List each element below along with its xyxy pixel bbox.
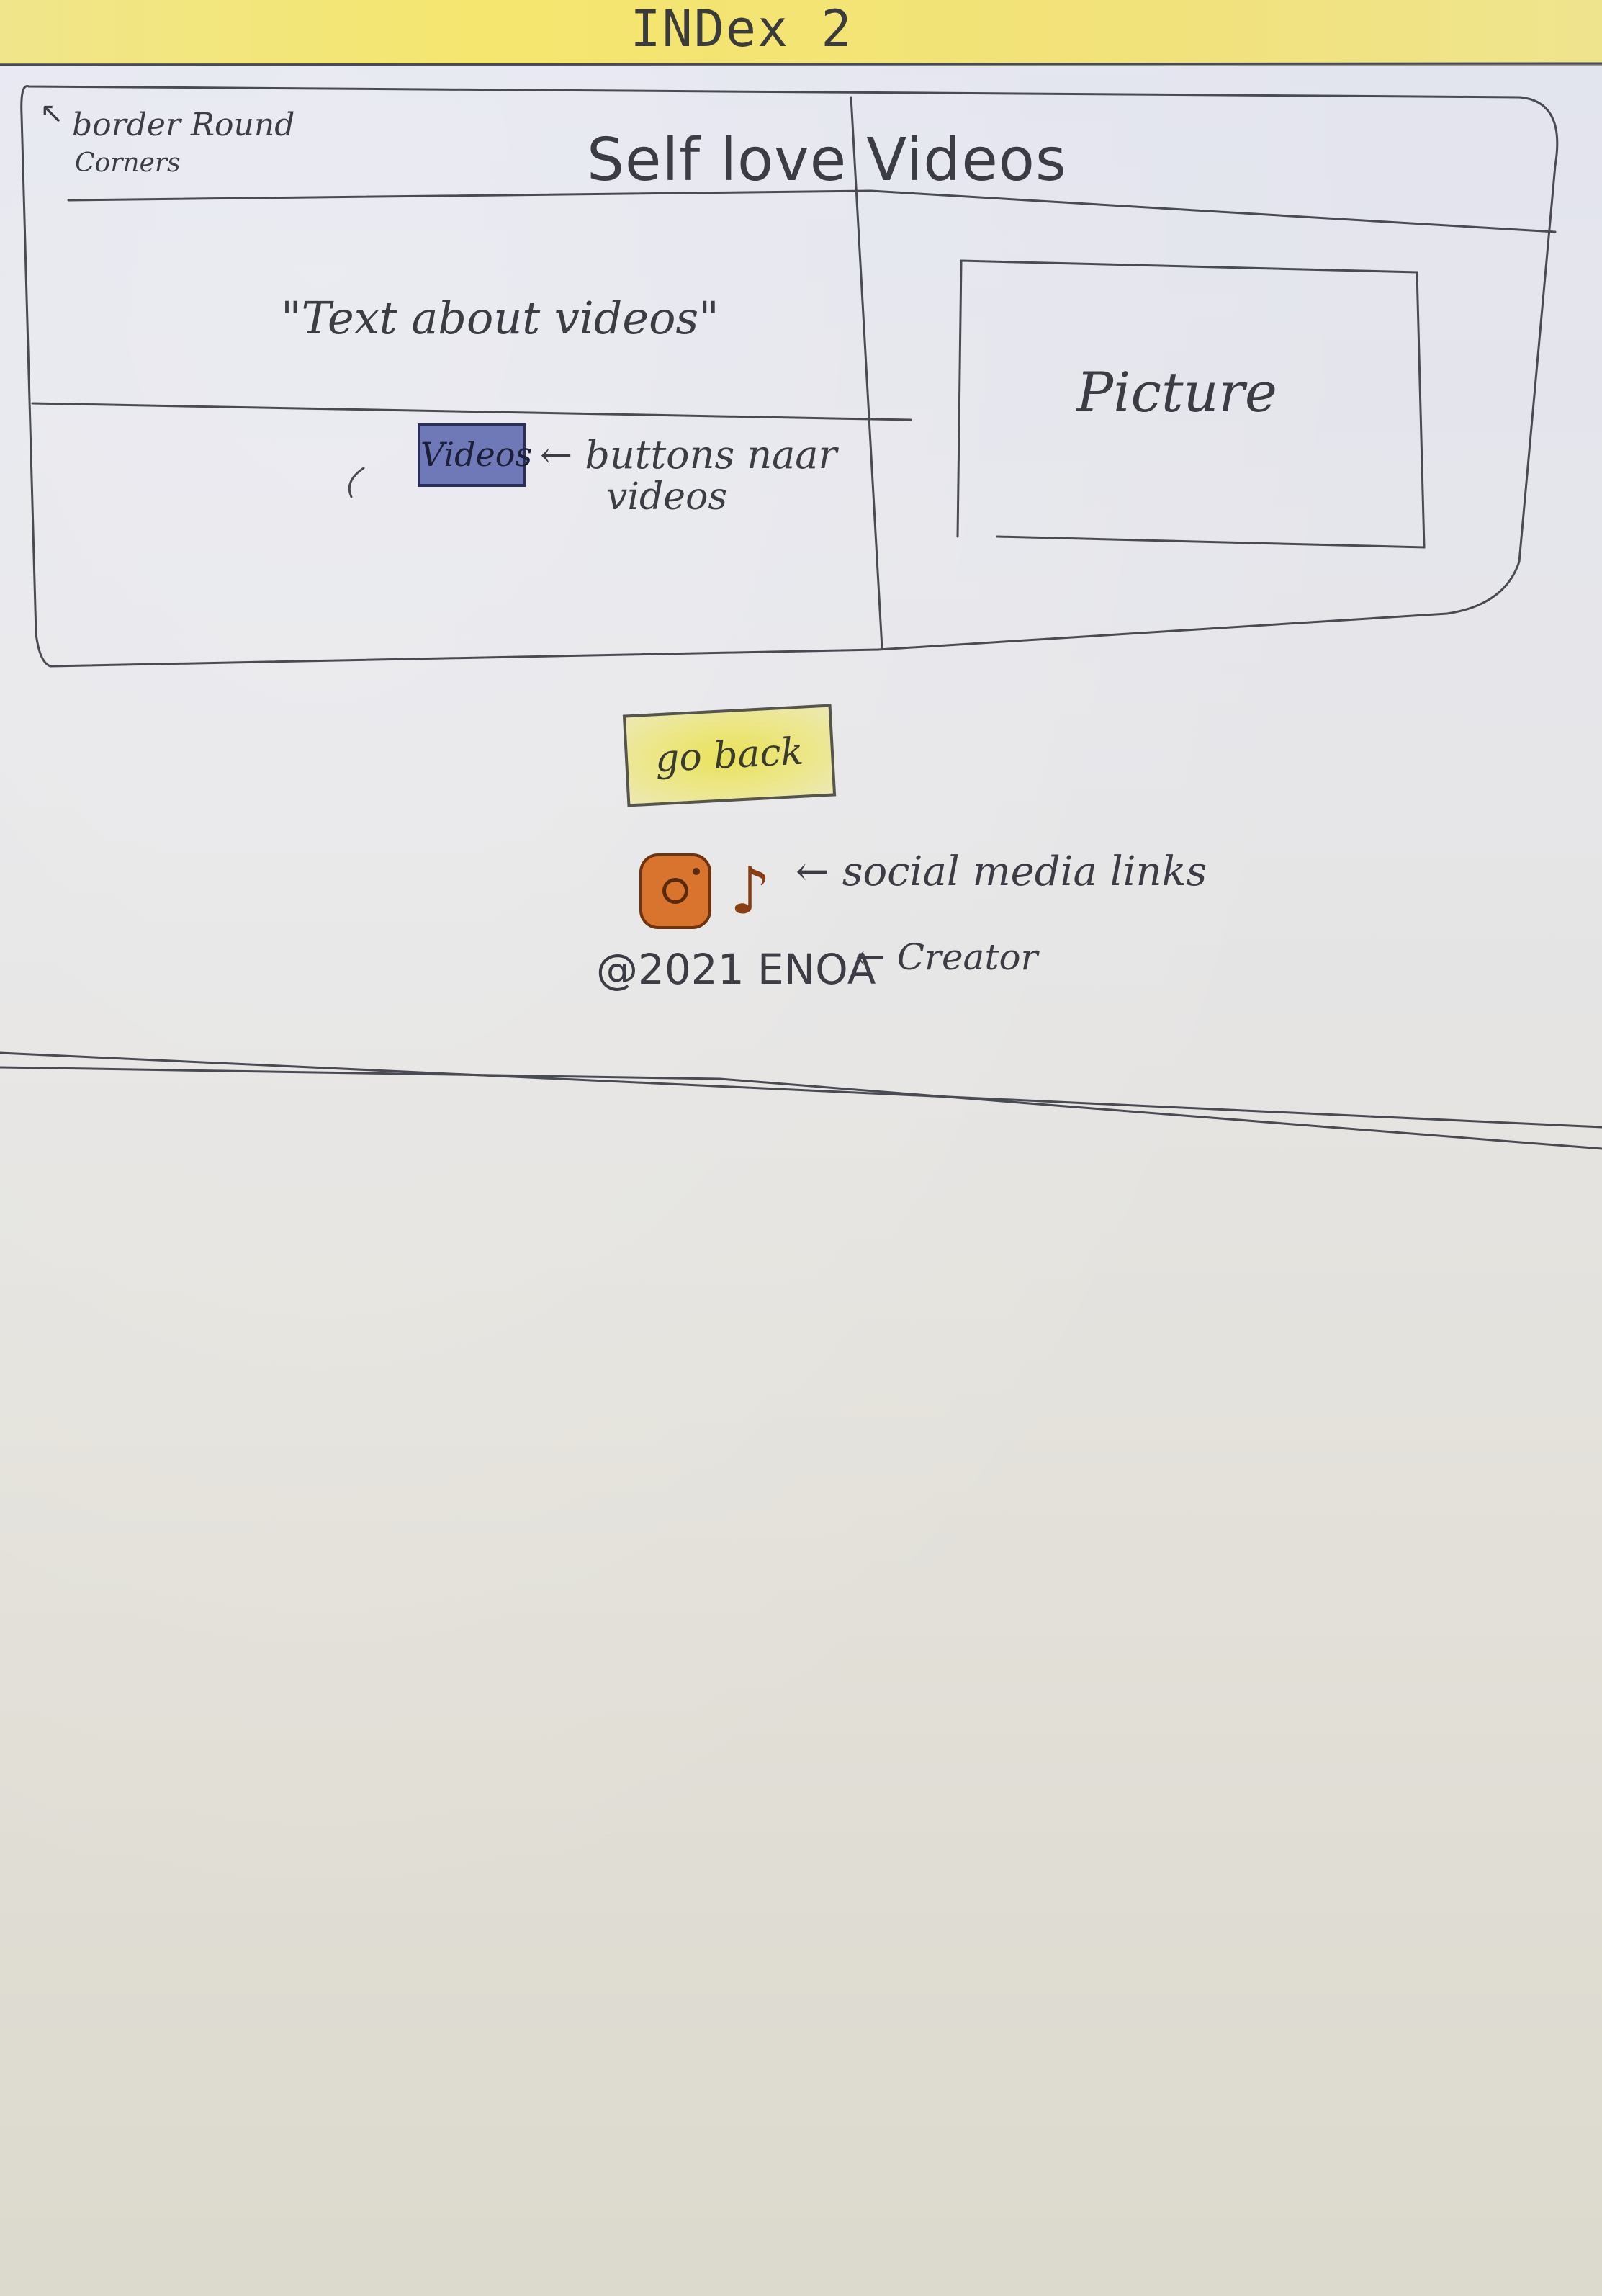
creator-annotation: ← Creator xyxy=(855,936,1038,978)
page-rule-lower xyxy=(0,1066,1602,1150)
picture-box-outline xyxy=(960,259,1426,549)
title-divider-line xyxy=(67,189,1557,233)
tiktok-icon[interactable]: ♪ xyxy=(729,853,771,929)
picture-box-left xyxy=(956,259,963,538)
videos-button-annotation: ← buttons naar xyxy=(540,432,837,477)
section-title: Self love Videos xyxy=(587,126,1067,194)
instagram-dot xyxy=(693,868,700,875)
corners-annotation: border Round xyxy=(72,107,295,143)
picture-placeholder: Picture xyxy=(1076,360,1277,424)
pencil-mark xyxy=(348,467,365,498)
section-text: "Text about videos" xyxy=(281,292,719,344)
page-rule-upper xyxy=(0,1051,1602,1129)
text-divider-line xyxy=(31,402,912,421)
instagram-lens xyxy=(662,878,688,904)
copyright-text: @2021 ENOA xyxy=(596,945,876,994)
instagram-icon[interactable] xyxy=(639,853,711,929)
section-box-outline xyxy=(20,85,1559,668)
column-divider-line xyxy=(850,96,883,650)
social-links-annotation: ← social media links xyxy=(796,848,1207,895)
corners-annotation-2: Corners xyxy=(75,148,181,178)
header-divider-line xyxy=(0,62,1602,66)
go-back-button[interactable]: go back xyxy=(622,704,837,807)
videos-button[interactable]: Videos xyxy=(418,423,532,487)
videos-button-annotation-2: videos xyxy=(606,475,728,519)
page-title: INDex 2 xyxy=(630,0,853,58)
